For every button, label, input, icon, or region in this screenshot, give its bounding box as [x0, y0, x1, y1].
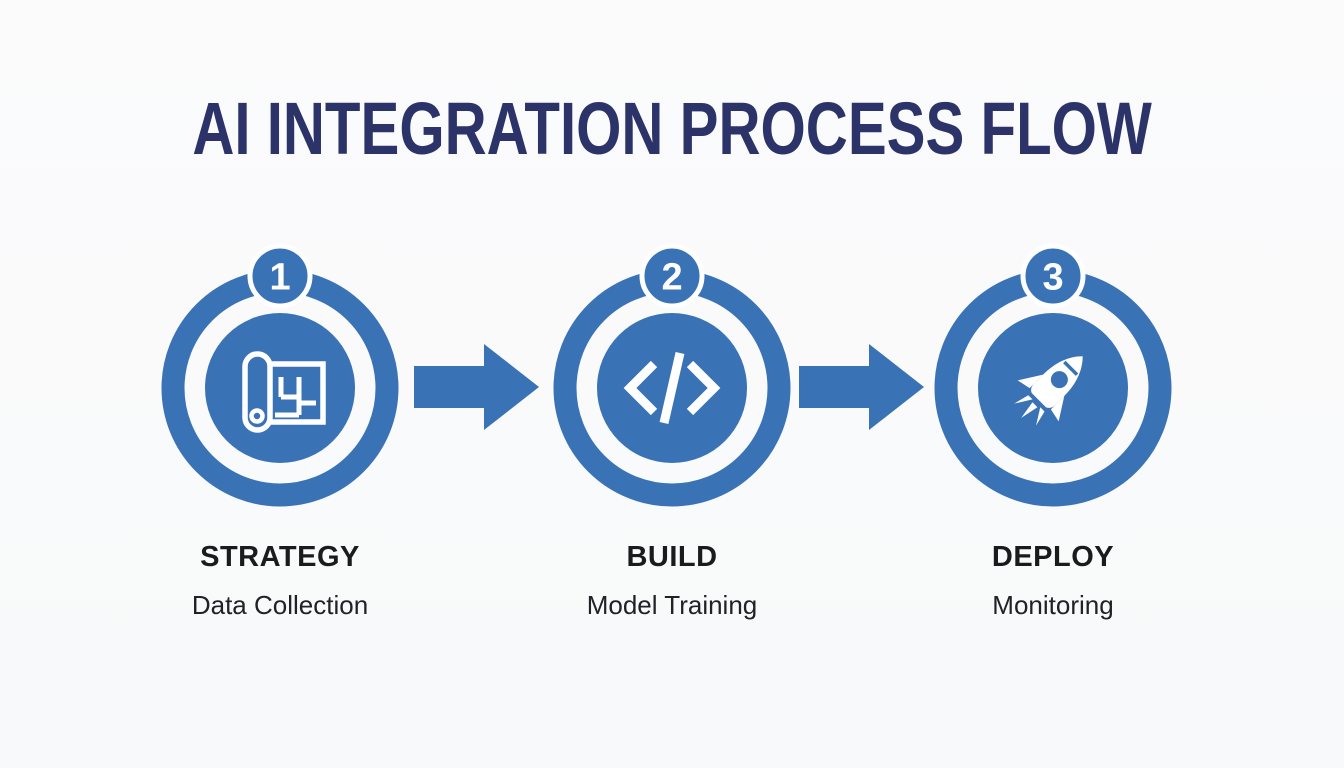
- step-number: 3: [1042, 257, 1063, 299]
- step-label: STRATEGY: [200, 541, 360, 573]
- step-sublabel: Data Collection: [191, 590, 369, 620]
- page-title: AI INTEGRATION PROCESS FLOW: [192, 88, 1152, 171]
- step-sublabel: Monitoring: [992, 590, 1114, 620]
- step-1-medallion: 1: [161, 243, 399, 507]
- blueprint-icon: [242, 351, 326, 433]
- code-icon: [623, 351, 721, 425]
- step-2-labels: BUILD Model Training: [502, 541, 842, 621]
- step-sublabel: Model Training: [586, 590, 758, 620]
- arrow-right-icon: [799, 344, 924, 430]
- step-number-badge: [1020, 243, 1086, 309]
- title-row: AI INTEGRATION PROCESS FLOW: [0, 88, 1344, 171]
- step-1-labels: STRATEGY Data Collection: [110, 541, 450, 621]
- step-3-labels: DEPLOY Monitoring: [883, 541, 1223, 621]
- step-number: 2: [661, 257, 682, 299]
- step-number-badge: [639, 243, 705, 309]
- step-number: 1: [269, 257, 290, 299]
- step-label: DEPLOY: [991, 541, 1115, 573]
- step-number-badge: [247, 243, 313, 309]
- arrow-right-icon: [414, 344, 539, 430]
- rocket-icon: [1014, 356, 1083, 426]
- step-3-medallion: 3: [934, 243, 1172, 507]
- step-2-medallion: 2: [553, 243, 791, 507]
- step-label: BUILD: [626, 541, 718, 573]
